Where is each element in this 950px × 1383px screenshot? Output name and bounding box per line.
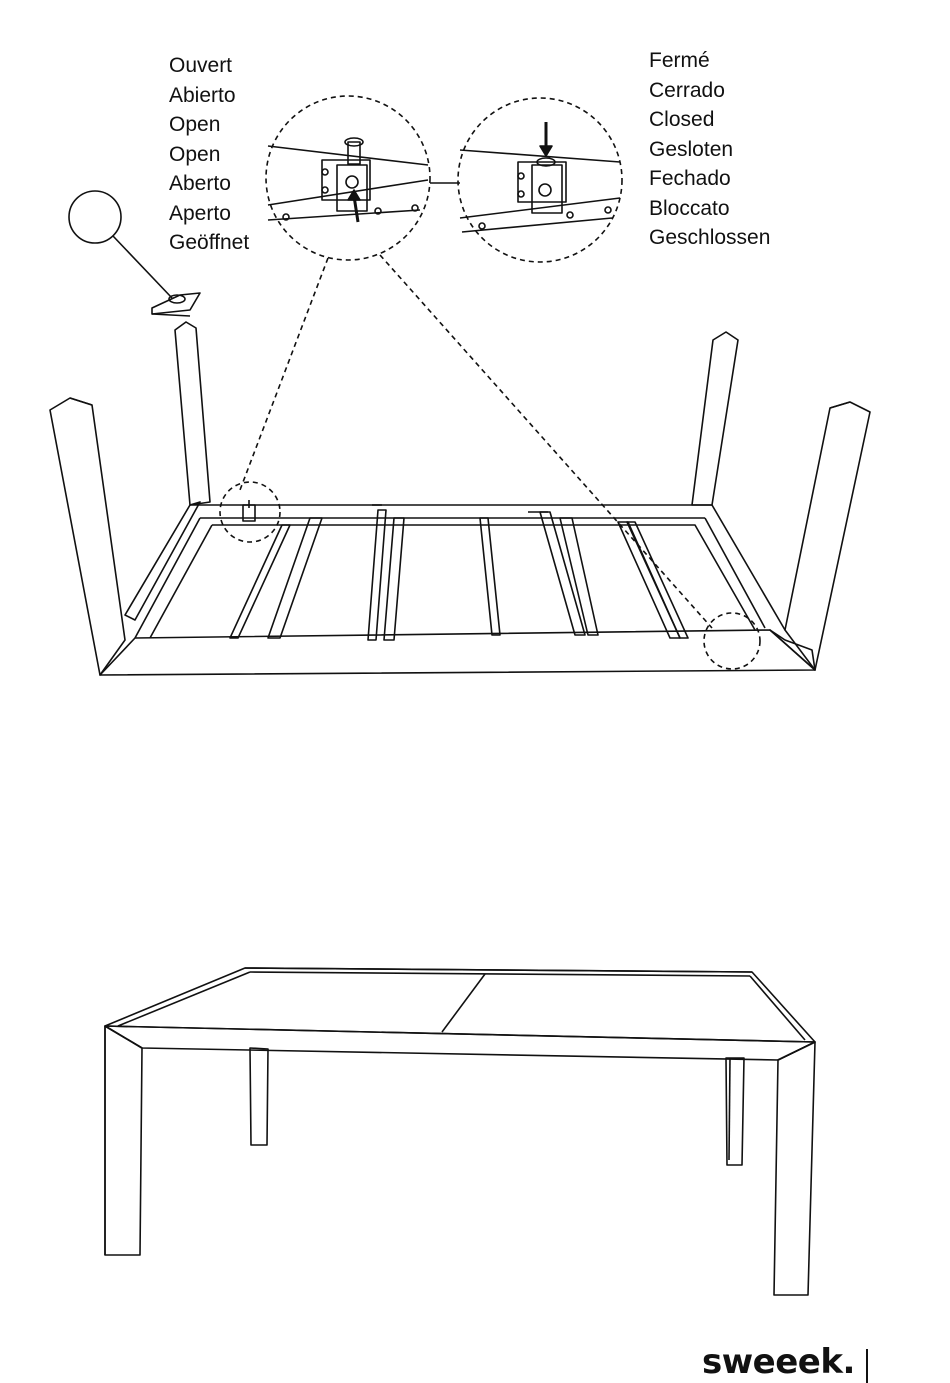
open-label-it: Aperto xyxy=(169,199,249,229)
table-frame-underside xyxy=(100,502,815,675)
open-label-de: Geöffnet xyxy=(169,228,249,258)
open-label-fr: Ouvert xyxy=(169,51,249,81)
closed-label-pt: Fechado xyxy=(649,164,770,194)
closed-label-fr: Fermé xyxy=(649,46,770,76)
table-assembled xyxy=(105,968,815,1295)
open-labels: Ouvert Abierto Open Open Aberto Aperto G… xyxy=(169,51,249,258)
open-label-pt: Aberto xyxy=(169,169,249,199)
closed-labels: Fermé Cerrado Closed Gesloten Fechado Bl… xyxy=(649,46,770,253)
closed-label-nl: Gesloten xyxy=(649,135,770,165)
brand-logo: sweeek. xyxy=(702,1342,855,1382)
brand-divider xyxy=(866,1349,868,1383)
closed-label-en: Closed xyxy=(649,105,770,135)
latch-closed-detail xyxy=(458,98,622,262)
detail-marker-circles xyxy=(220,255,760,669)
open-label-en: Open xyxy=(169,110,249,140)
table-legs-upside-down xyxy=(50,322,870,675)
latch-open-detail xyxy=(266,96,430,260)
closed-label-it: Bloccato xyxy=(649,194,770,224)
open-label-es: Abierto xyxy=(169,81,249,111)
closed-label-es: Cerrado xyxy=(649,76,770,106)
open-label-nl: Open xyxy=(169,140,249,170)
closed-label-de: Geschlossen xyxy=(649,223,770,253)
